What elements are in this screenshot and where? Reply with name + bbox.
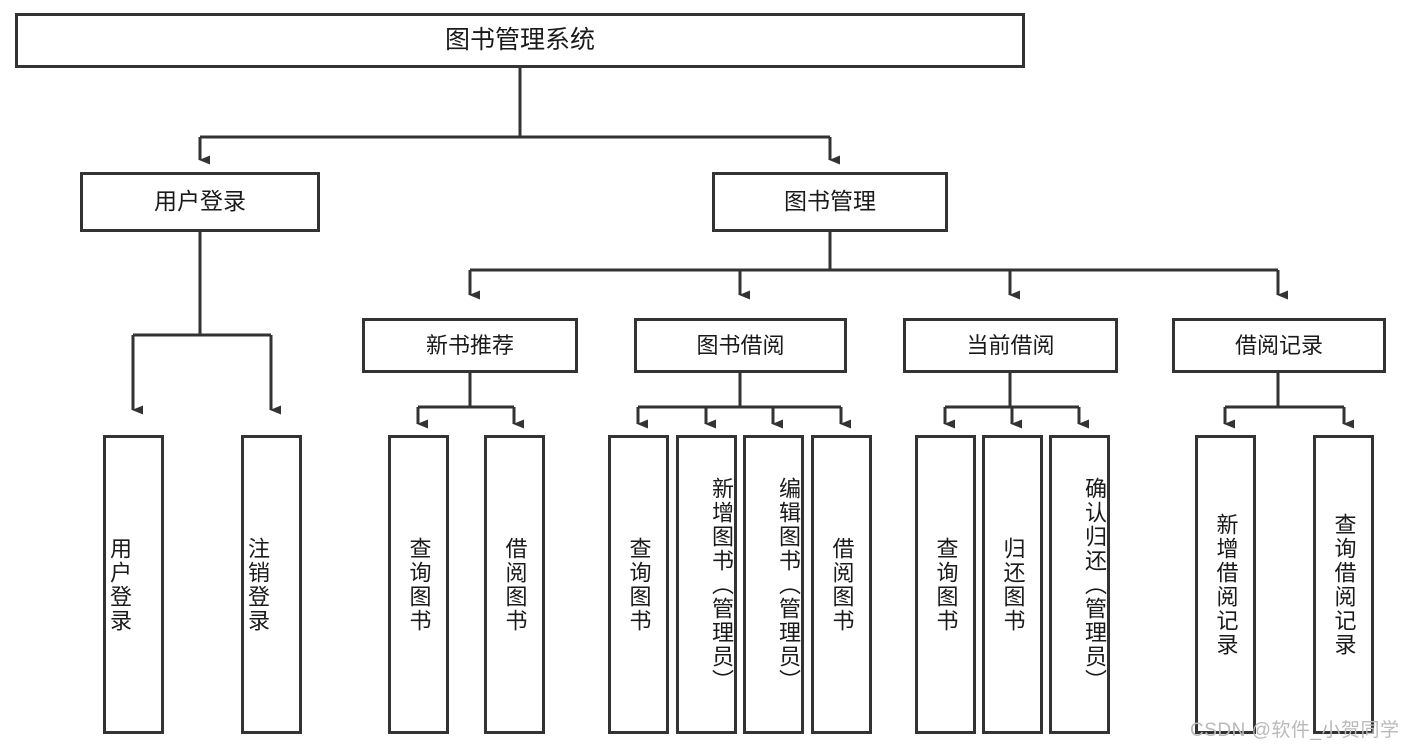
leaf-borrow-record-query-record[interactable]: 查询借阅记录 [1313, 435, 1374, 734]
node-label: 注销登录 [244, 536, 270, 633]
node-label: 查询借阅记录 [1331, 512, 1357, 657]
node-label: 查询图书 [933, 536, 959, 633]
node-label: 查询图书 [626, 536, 652, 633]
leaf-current-borrow-query-book[interactable]: 查询图书 [915, 435, 976, 734]
node-label: 图书管理系统 [444, 25, 595, 54]
leaf-book-borrow-query-book[interactable]: 查询图书 [608, 435, 669, 734]
node-label: 确认归还（管理员） [1082, 476, 1107, 693]
leaf-book-borrow-borrow-book[interactable]: 借阅图书 [811, 435, 872, 734]
leaf-book-borrow-add-book-admin[interactable]: 新增图书（管理员） [676, 435, 737, 734]
node-label: 归还图书 [1000, 536, 1026, 633]
node-label: 编辑图书（管理员） [776, 476, 801, 693]
node-label: 新书推荐 [425, 332, 514, 358]
node-borrow-record[interactable]: 借阅记录 [1172, 318, 1386, 373]
csdn-watermark: CSDN @软件_小贺同学 [1190, 715, 1399, 742]
node-label: 图书借阅 [696, 332, 785, 358]
leaf-borrow-record-add-record[interactable]: 新增借阅记录 [1195, 435, 1256, 734]
node-book-management[interactable]: 图书管理 [712, 172, 948, 232]
node-label: 查询图书 [406, 536, 432, 633]
leaf-new-book-query-book[interactable]: 查询图书 [388, 435, 449, 734]
node-root-book-management-system[interactable]: 图书管理系统 [15, 13, 1025, 68]
leaf-new-book-borrow-book[interactable]: 借阅图书 [484, 435, 545, 734]
leaf-current-borrow-confirm-return-admin[interactable]: 确认归还（管理员） [1049, 435, 1110, 734]
node-current-borrow[interactable]: 当前借阅 [903, 318, 1118, 373]
node-label: 当前借阅 [966, 332, 1055, 358]
node-label: 新增借阅记录 [1213, 512, 1239, 657]
leaf-book-borrow-edit-book-admin[interactable]: 编辑图书（管理员） [743, 435, 804, 734]
leaf-user-login-login[interactable]: 用户登录 [103, 435, 164, 734]
node-user-login[interactable]: 用户登录 [80, 172, 320, 232]
node-label: 新增图书（管理员） [709, 476, 734, 693]
node-label: 借阅记录 [1234, 332, 1323, 358]
leaf-user-login-logout[interactable]: 注销登录 [241, 435, 302, 734]
node-new-book-recommend[interactable]: 新书推荐 [362, 318, 578, 373]
node-label: 借阅图书 [829, 536, 855, 633]
node-label: 图书管理 [784, 188, 876, 215]
node-label: 用户登录 [154, 188, 246, 215]
watermark-text: CSDN @软件_小贺同学 [1190, 720, 1400, 741]
leaf-current-borrow-return-book[interactable]: 归还图书 [982, 435, 1043, 734]
node-label: 借阅图书 [502, 536, 528, 633]
node-label: 用户登录 [106, 536, 132, 633]
node-book-borrow[interactable]: 图书借阅 [634, 318, 847, 373]
